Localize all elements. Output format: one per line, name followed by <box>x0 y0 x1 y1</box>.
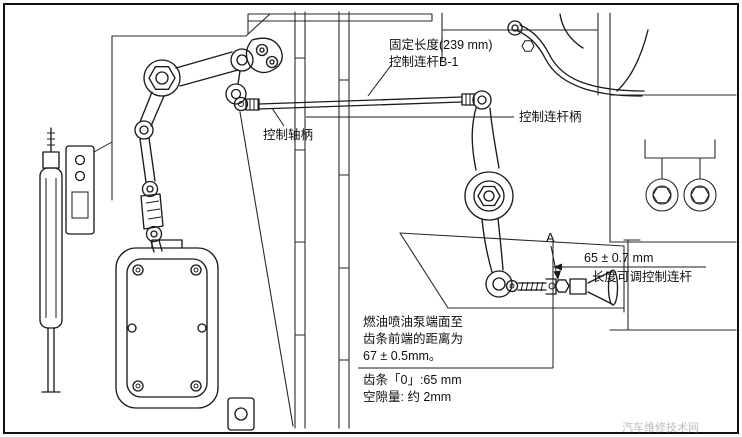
fuel-pipes <box>507 13 649 97</box>
vertical-link-assembly <box>134 91 165 253</box>
control-shaft-lever-assembly <box>111 13 283 201</box>
dimension-65-label: 65 ± 0.7 mm <box>584 251 654 265</box>
pump-note-line1: 燃油喷油泵端面至 <box>363 315 464 329</box>
point-a-label: A <box>546 230 555 245</box>
left-bracket <box>39 127 113 393</box>
pump-note-line3: 67 ± 0.5mm。 <box>363 349 442 363</box>
control-link-handle-label: 控制连杆柄 <box>519 110 582 124</box>
rack-zero-label: 齿条「0」:65 mm <box>363 373 462 387</box>
control-link-lever <box>464 90 514 298</box>
annotation-lines <box>271 63 706 369</box>
clearance-label: 空隙量: 约 2mm <box>363 390 452 404</box>
fixed-length-line2: 控制连杆B-1 <box>389 55 459 69</box>
injection-pump-body <box>115 239 219 409</box>
fixed-length-line1: 固定长度(239 mm) <box>389 38 493 52</box>
watermark-text: 汽车维修技术网 <box>622 422 699 434</box>
control-rod-b1 <box>233 93 475 112</box>
bottom-bracket <box>227 397 255 431</box>
pump-note-line2: 齿条前端的距离为 <box>363 332 464 346</box>
mounting-panel <box>399 232 625 313</box>
pump-distance-note: 燃油喷油泵端面至 齿条前端的距离为 67 ± 0.5mm。 <box>363 314 463 365</box>
engine-top-right <box>441 12 737 331</box>
adjustable-control-link <box>505 239 641 331</box>
adjustable-link-label: 长度可调控制连杆 <box>592 270 693 284</box>
control-shaft-handle-label: 控制轴柄 <box>263 128 314 142</box>
engine-block-lines <box>239 11 433 429</box>
fixed-length-label: 固定长度(239 mm) 控制连杆B-1 <box>389 37 492 71</box>
